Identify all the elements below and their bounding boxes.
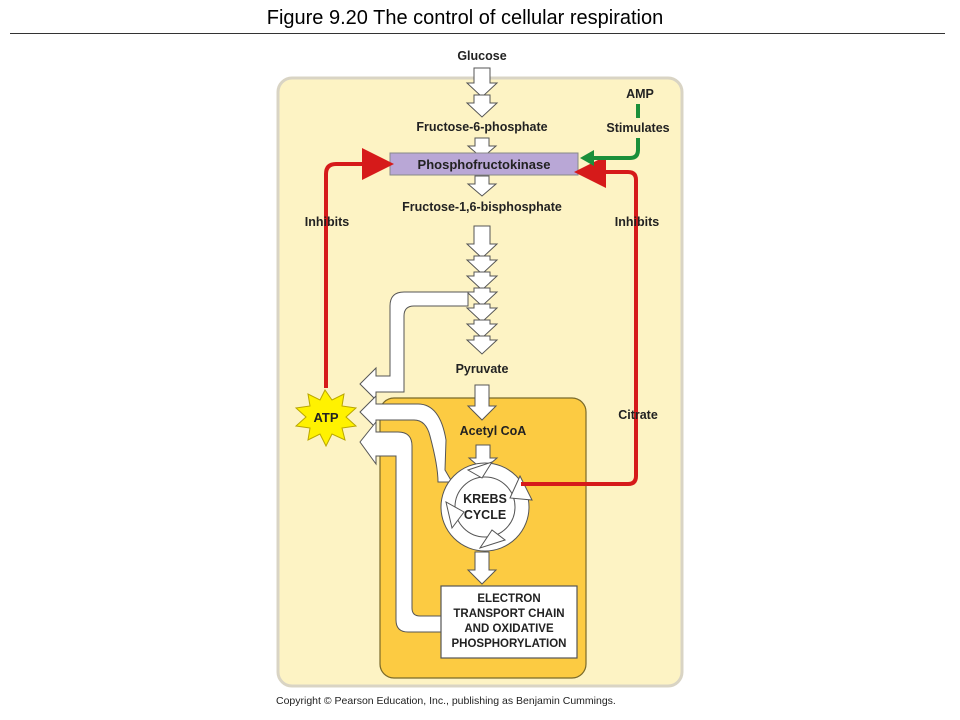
inhibits-left-label: Inhibits — [305, 215, 349, 229]
glucose-label: Glucose — [457, 49, 506, 63]
pyruvate-label: Pyruvate — [456, 362, 509, 376]
atp-inhibits-arrow — [324, 148, 394, 388]
inhibits-right-label: Inhibits — [615, 215, 659, 229]
figure-title: Figure 9.20 The control of cellular resp… — [266, 7, 664, 29]
atp-starburst: ATP — [294, 389, 358, 448]
amp-stimulates-arrow — [592, 104, 640, 160]
f16bp-label: Fructose-1,6-bisphosphate — [402, 200, 562, 214]
krebs-to-etc-arrow — [466, 551, 498, 585]
copyright-notice: Copyright © Pearson Education, Inc., pub… — [276, 695, 616, 707]
etc-box — [440, 585, 578, 659]
etc-label-line2: TRANSPORT CHAIN — [453, 608, 564, 620]
stimulates-label: Stimulates — [606, 121, 669, 135]
f6p-to-pfk-arrow — [466, 137, 498, 159]
acetyl-coa-label: Acetyl CoA — [460, 424, 527, 438]
title-divider — [10, 33, 945, 34]
krebs-label-line1: KREBS — [463, 492, 507, 506]
etc-atp-arrow — [359, 420, 443, 633]
glycolysis-atp-arrow — [359, 291, 469, 402]
etc-label-line3: AND OXIDATIVE — [464, 623, 554, 635]
glycolysis-chevron-stack — [465, 225, 499, 355]
krebs-cycle: KREBS CYCLE — [440, 461, 533, 552]
citrate-label: Citrate — [618, 408, 658, 422]
pfk-label: Phosphofructokinase — [418, 157, 551, 172]
pyruvate-to-acetylcoa-arrow — [466, 384, 498, 421]
etc-label-line1: ELECTRON — [477, 593, 540, 605]
glucose-to-f6p-arrow — [465, 67, 499, 118]
atp-label: ATP — [313, 410, 338, 425]
amp-stimulates-arrowhead — [580, 150, 594, 166]
krebs-atp-arrow — [359, 394, 453, 483]
amp-label: AMP — [626, 87, 654, 101]
citrate-inhibits-arrow — [521, 156, 638, 486]
f6p-label: Fructose-6-phosphate — [416, 120, 547, 134]
krebs-label-line2: CYCLE — [464, 508, 506, 522]
pfk-to-f16bp-arrow — [466, 175, 498, 197]
etc-label-line4: PHOSPHORYLATION — [451, 638, 566, 650]
